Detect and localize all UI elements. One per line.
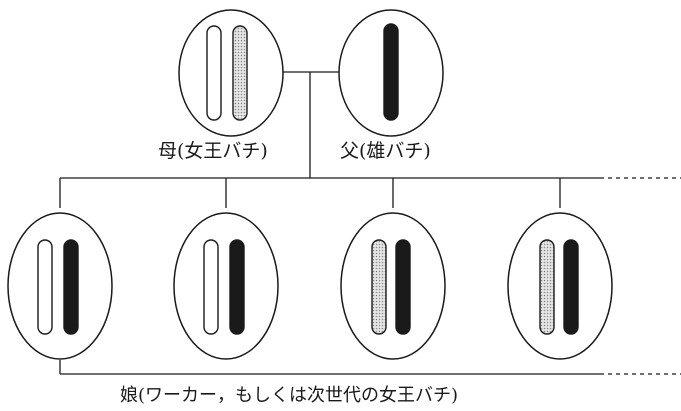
- daughter-cell-outline: [340, 212, 446, 360]
- chromosome-dotted: [371, 239, 387, 335]
- daughter-cell-3: [340, 212, 446, 360]
- mother-cell-outline: [178, 9, 284, 137]
- daughter-cell-outline: [173, 212, 279, 360]
- daughters-label: 娘(ワーカー，もしくは次世代の女王バチ): [120, 385, 459, 406]
- chromosome-black: [229, 239, 245, 335]
- chromosome-dotted: [232, 25, 248, 121]
- mother-cell: [178, 9, 284, 137]
- mother-label: 母(女王バチ): [158, 140, 268, 162]
- chromosome-black: [63, 239, 79, 335]
- chromosome-white: [203, 239, 219, 335]
- father-cell: [338, 9, 444, 137]
- father-label: 父(雄バチ): [340, 140, 431, 162]
- daughter-cell-4: [507, 212, 613, 360]
- chromosome-white: [37, 239, 53, 335]
- chromosome-black: [563, 239, 579, 335]
- daughter-cell-outline: [507, 212, 613, 360]
- connector-lines: [59, 71, 681, 375]
- chromosome-black: [383, 23, 399, 121]
- chromosome-white: [206, 25, 222, 121]
- chromosome-black: [395, 239, 411, 335]
- daughter-cell-2: [173, 212, 279, 360]
- daughter-cell-outline: [7, 212, 113, 360]
- daughter-cell-1: [7, 212, 113, 360]
- chromosome-dotted: [539, 239, 555, 335]
